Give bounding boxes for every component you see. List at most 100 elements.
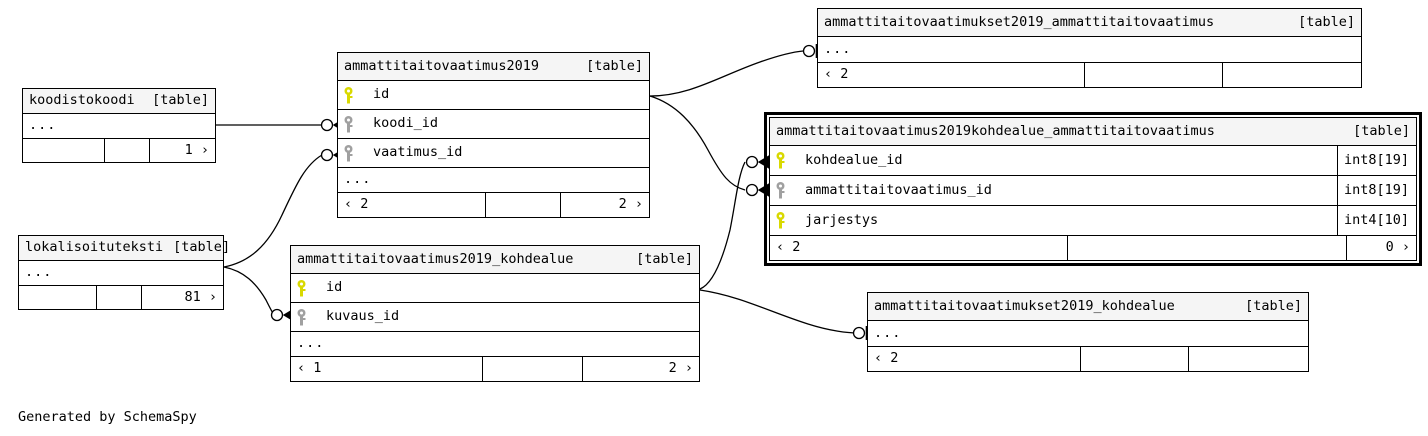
footer-middle [1068,236,1347,260]
column-row-ammattitaitovaatimus_id[interactable]: ammattitaitovaatimus_id int8[19] [770,176,1416,206]
column-row-kohdealue_id[interactable]: kohdealue_id int8[19] [770,146,1416,176]
footer-parent-count[interactable] [23,139,105,162]
table-ellipsis-row: ... [818,37,1361,63]
table-ammattitaitovaatimus2019_kohdealue[interactable]: ammattitaitovaatimus2019_kohdealue [tabl… [290,245,700,382]
edge-lokalisoituteksti-kuvaus_id [223,266,275,316]
table-ellipsis-row: ... [19,261,223,286]
table-header[interactable]: ammattitaitovaatimukset2019_ammattitaito… [818,9,1361,37]
table-header[interactable]: ammattitaitovaatimus2019_kohdealue [tabl… [291,246,699,274]
footer-parent-count[interactable]: ‹ 1 [291,357,483,381]
footer-parent-count[interactable]: ‹ 2 [868,347,1081,371]
footer-middle [97,286,142,309]
column-row-jarjestys[interactable]: jarjestys int4[10] [770,206,1416,236]
marker-circle-koodi-id [320,118,334,132]
footer-parent-count[interactable] [19,286,97,309]
column-type: int4[10] [1336,206,1411,235]
column-name: kohdealue_id [805,153,903,168]
footer-child-count[interactable]: 81 › [184,288,217,305]
footer-middle [483,357,583,381]
primary-key-icon [343,86,365,104]
foreign-key-icon [775,182,797,199]
primary-key-icon [775,212,797,229]
column-name: jarjestys [805,213,879,228]
table-type-tag: [table] [173,239,231,256]
table-footer: ‹ 2 [818,63,1361,87]
column-type: int8[19] [1336,176,1411,205]
marker-circle-kuvaus-id [270,308,284,322]
marker-circle-atvset-kohdealue [852,326,866,340]
column-row-koodi_id[interactable]: koodi_id [338,110,649,139]
table-type-tag: [table] [1245,297,1302,314]
marker-circle-highlight-atvid [745,183,759,197]
table-ellipsis-row: ... [23,114,215,139]
table-header[interactable]: ammattitaitovaatimus2019kohdealue_ammatt… [770,118,1416,146]
primary-key-icon [296,279,318,297]
footer-parent-count[interactable]: ‹ 2 [338,193,486,217]
marker-circle-atvset-atv [802,44,816,58]
edge-kohdealue-highlight-kohdealue-id [700,162,745,290]
column-name: id [373,88,390,102]
ellipsis-label: ... [874,324,902,341]
marker-circle-highlight-kohdealue [745,155,759,169]
marker-crowsfoot-fill-highlight-kohdealue [757,154,770,170]
footer-child-count[interactable]: 2 › [618,196,643,213]
footer-middle [1085,63,1223,87]
table-ammattitaitovaatimus2019kohdealue_ammattitaitovaatimus[interactable]: ammattitaitovaatimus2019kohdealue_ammatt… [764,112,1422,266]
footer-child-count[interactable] [1189,347,1308,371]
footer-parent-count[interactable]: ‹ 2 [818,63,1085,87]
column-row-vaatimus_id[interactable]: vaatimus_id [338,139,649,168]
table-title: ammattitaitovaatimus2019_kohdealue [297,250,574,267]
column-name: vaatimus_id [373,146,463,160]
table-header[interactable]: ammattitaitovaatimukset2019_kohdealue [t… [868,293,1308,321]
ellipsis-label: ... [344,171,372,188]
table-title: koodistokoodi [29,92,135,109]
ellipsis-label: ... [25,264,53,281]
table-koodistokoodi[interactable]: koodistokoodi [table] ... 1 › [22,88,216,163]
ellipsis-label: ... [824,40,852,57]
table-title: ammattitaitovaatimus2019kohdealue_ammatt… [776,122,1215,139]
edge-atv2019-atvset-atv [649,50,804,97]
footer-child-count[interactable]: 0 › [1385,239,1410,256]
table-ellipsis-row: ... [868,321,1308,347]
column-type: int8[19] [1336,146,1411,175]
table-header[interactable]: koodistokoodi [table] [23,89,215,114]
edge-kohdealue-atvset-kohdealue [699,289,859,334]
table-title: ammattitaitovaatimukset2019_ammattitaito… [824,13,1215,30]
table-type-tag: [table] [636,250,693,267]
table-header[interactable]: lokalisoituteksti [table] [19,236,230,261]
footer-child-count[interactable]: 1 › [184,141,209,158]
column-name: kuvaus_id [326,310,400,324]
column-row-id[interactable]: id [338,81,649,110]
table-footer: ‹ 1 2 › [291,357,699,381]
footer-middle [486,193,561,217]
table-type-tag: [table] [1353,122,1410,139]
table-footer: 1 › [23,139,215,162]
table-ammattitaitovaatimukset2019_ammattitaitovaatimus[interactable]: ammattitaitovaatimukset2019_ammattitaito… [817,8,1362,88]
table-ammattitaitovaatimus2019[interactable]: ammattitaitovaatimus2019 [table] id [337,52,650,218]
schemaspy-credit: Generated by SchemaSpy [18,409,197,425]
column-row-kuvaus_id[interactable]: kuvaus_id [291,303,699,332]
ellipsis-label: ... [29,117,57,134]
footer-child-count[interactable] [1223,63,1361,87]
table-title: ammattitaitovaatimus2019 [344,57,540,74]
edge-highlight-kohdealue-link [699,161,746,290]
table-type-tag: [table] [586,57,643,74]
footer-child-count[interactable]: 2 › [668,360,693,377]
table-footer: ‹ 2 [868,347,1308,371]
footer-parent-count[interactable]: ‹ 2 [770,236,1068,260]
table-footer: ‹ 2 2 › [338,193,649,217]
foreign-key-icon [343,144,365,162]
table-title: lokalisoituteksti [25,239,164,256]
edge-atv2019-highlight-atvid [649,95,746,191]
table-footer: 81 › [19,286,223,309]
table-ammattitaitovaatimukset2019_kohdealue[interactable]: ammattitaitovaatimukset2019_kohdealue [t… [867,292,1309,372]
marker-crowsfoot-fill-highlight-atvid [757,182,770,198]
footer-middle [105,139,150,162]
column-name: id [326,281,343,295]
table-header[interactable]: ammattitaitovaatimus2019 [table] [338,53,649,81]
table-lokalisoituteksti[interactable]: lokalisoituteksti [table] ... 81 › [18,235,230,310]
column-row-id[interactable]: id [291,274,699,303]
marker-circle-vaatimus-id [320,148,334,162]
table-ellipsis-row: ... [338,168,649,193]
